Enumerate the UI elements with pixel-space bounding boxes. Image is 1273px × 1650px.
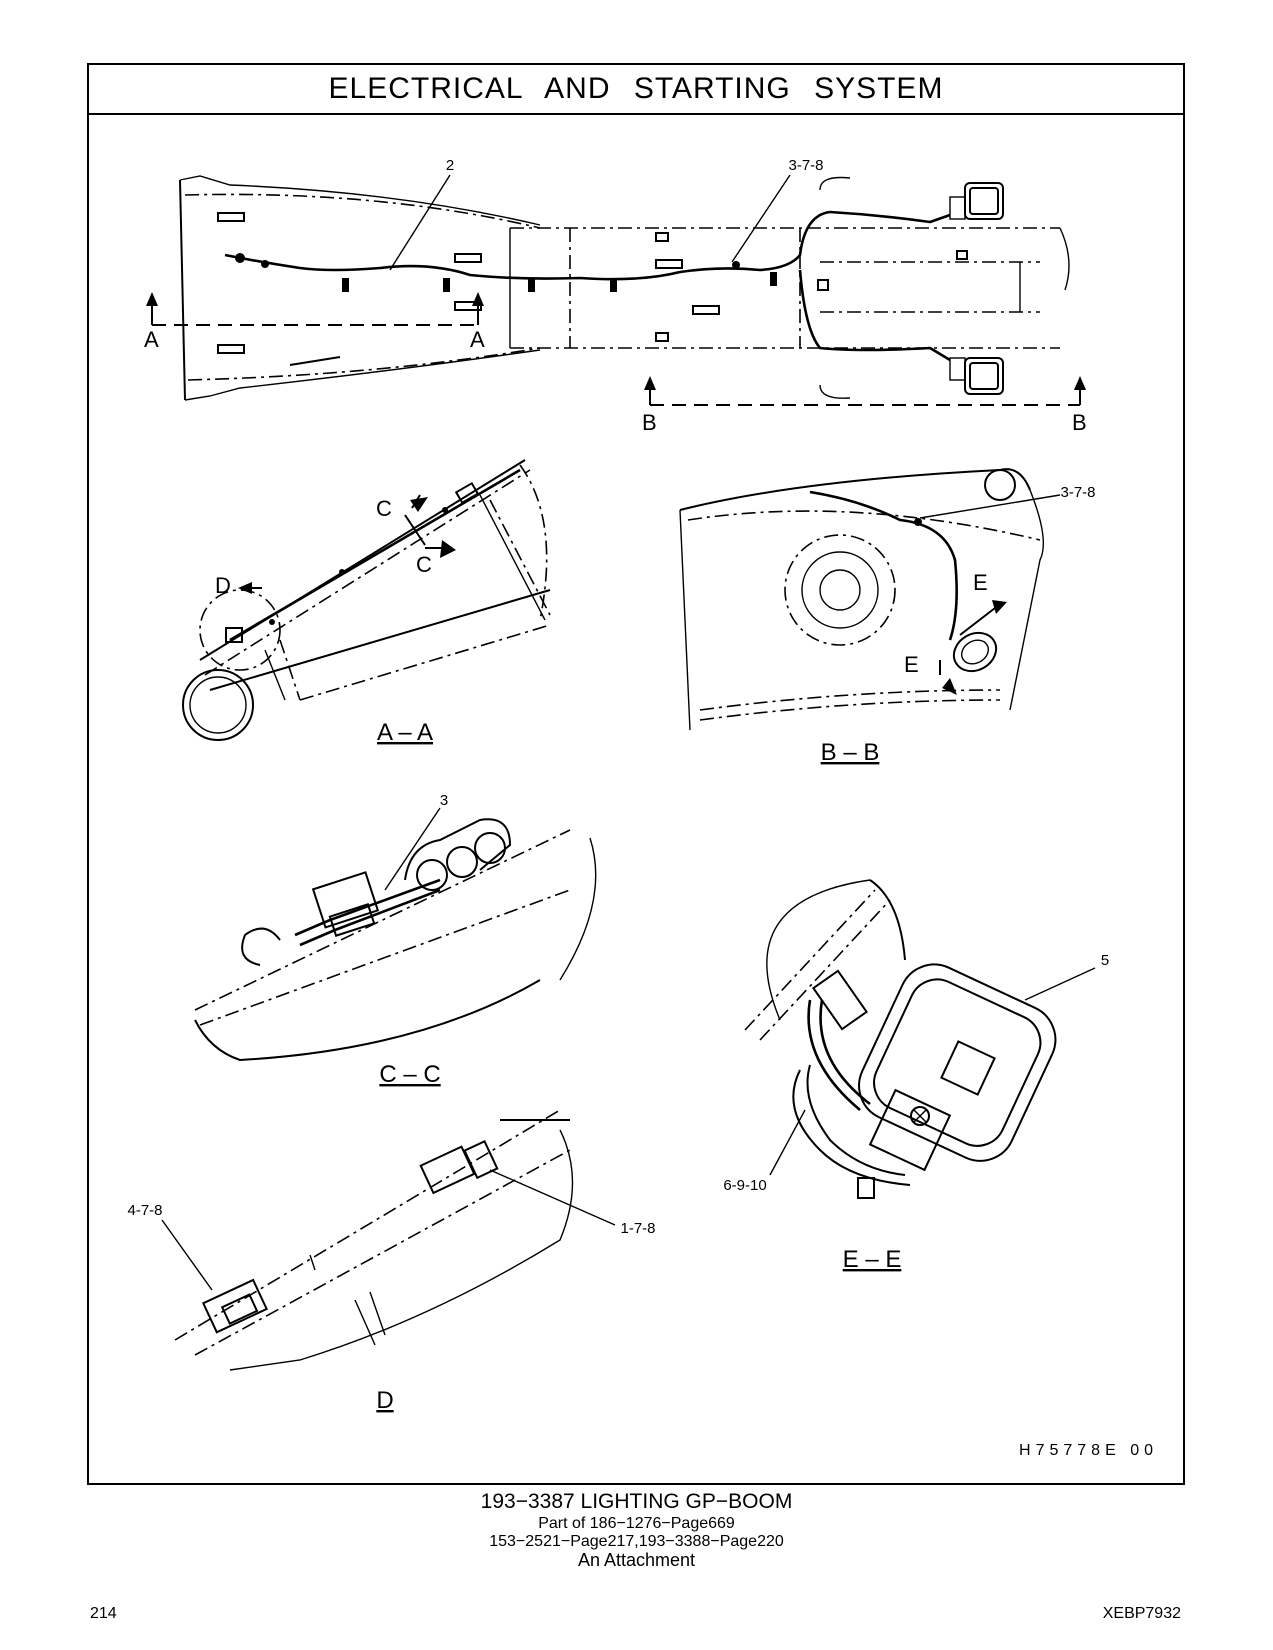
lamp-icon	[952, 631, 998, 673]
section-mark-label: B	[642, 410, 657, 435]
section-mark-label: A	[470, 327, 485, 352]
caption-part: 193−3387 LIGHTING GP−BOOM	[480, 1490, 793, 1513]
view-label: C – C	[379, 1061, 440, 1088]
doc-number: XEBP7932	[1102, 1605, 1181, 1622]
section-bb-view	[679, 468, 1061, 731]
callout-label: 2	[446, 157, 454, 174]
section-ee-view	[744, 879, 1096, 1199]
section-mark-label: B	[1072, 410, 1087, 435]
section-mark-label: E	[904, 652, 919, 677]
caption-note: An Attachment	[577, 1550, 696, 1570]
callout-label: 5	[1101, 952, 1109, 969]
view-label: B – B	[821, 739, 880, 766]
illustration-id: H75778E 00	[1019, 1442, 1158, 1459]
caption-part-of: Part of 186−1276−Page669	[538, 1515, 735, 1532]
lamp-icon	[949, 182, 1004, 220]
diagram-frame: ELECTRICAL AND STARTING SYSTEM	[87, 63, 1185, 1485]
title-bar: ELECTRICAL AND STARTING SYSTEM	[89, 65, 1183, 115]
callout-label: 4-7-8	[127, 1202, 162, 1219]
view-label: A – A	[377, 719, 433, 746]
callout-label: 6-9-10	[723, 1177, 766, 1194]
section-mark-label: C	[376, 496, 392, 521]
view-label: D	[376, 1387, 393, 1414]
section-mark-label: D	[215, 573, 231, 598]
section-d-view	[161, 1109, 616, 1371]
top-view	[146, 174, 1086, 406]
section-mark-label: C	[416, 552, 432, 577]
section-cc-view	[194, 807, 597, 1062]
lamp-icon	[949, 357, 1004, 395]
callout-label: 3-7-8	[788, 157, 823, 174]
section-aa-view	[182, 459, 551, 741]
page-title: ELECTRICAL AND STARTING SYSTEM	[328, 72, 944, 105]
callout-label: 3	[440, 792, 448, 809]
view-label: E – E	[843, 1246, 902, 1273]
page-number: 214	[90, 1605, 117, 1622]
callout-label: 3-7-8	[1060, 484, 1095, 501]
caption-refs: 153−2521−Page217,193−3388−Page220	[489, 1533, 784, 1550]
section-mark-label: A	[144, 327, 159, 352]
section-mark-label: E	[973, 570, 988, 595]
callout-label: 1-7-8	[620, 1220, 655, 1237]
